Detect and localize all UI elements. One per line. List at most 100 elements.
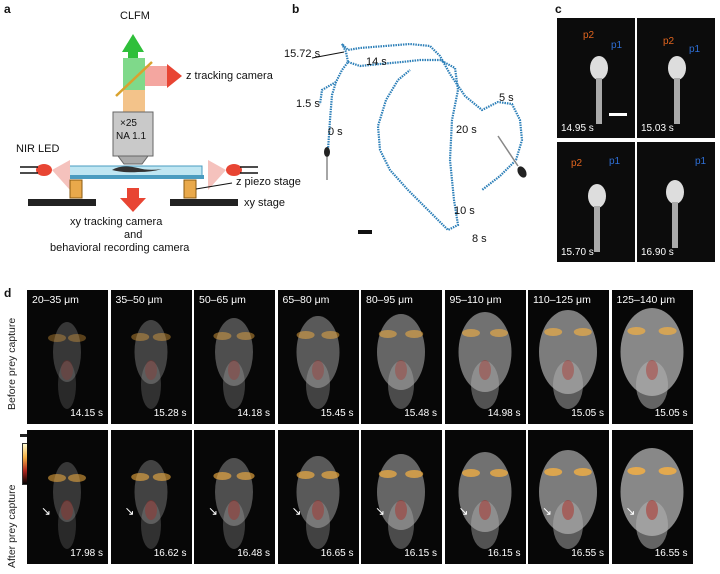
timestamp: 15.05 s [571, 408, 604, 419]
nir-led-left [36, 164, 52, 176]
brain-image: 20–35 μm 14.15 s [27, 290, 108, 424]
setup-diagram [20, 34, 258, 212]
time-14: 14 s [366, 56, 387, 68]
arrow-icon: ↘ [41, 504, 52, 518]
arrow-icon: ↘ [124, 504, 135, 518]
timestamp: 16.55 s [571, 548, 604, 559]
frame-2: p2 p1 15.03 s [637, 18, 715, 138]
timestamp: 16.55 s [654, 548, 688, 559]
frame-time: 15.03 s [641, 123, 674, 134]
depth-label: 95–110 μm [449, 294, 502, 306]
panel-c: c p2 p1 14.95 s p2 p1 15.03 s p2 p1 15.7… [553, 0, 720, 280]
arrow-icon: ↘ [208, 504, 219, 518]
panel-b-label: b [292, 2, 300, 16]
piezo-left [69, 179, 83, 199]
timestamp: 15.48 s [404, 408, 437, 419]
p2-marker: p2 [583, 30, 595, 41]
timestamp: 15.28 s [153, 408, 187, 419]
time-1-5: 1.5 s [296, 98, 320, 110]
timestamp: 16.48 s [237, 548, 270, 559]
brain-image: 35–50 μm 15.28 s [110, 290, 192, 424]
depth-label: 20–35 μm [32, 294, 79, 306]
z-camera-arrow [167, 64, 182, 88]
brain-image: 125–140 μm 15.05 s [611, 290, 693, 424]
brain-image: 80–95 μm 15.48 s [361, 290, 442, 424]
brain-image: ↘ 16.62 s [110, 430, 192, 564]
xy-stage-right [170, 199, 238, 206]
scale-bar [609, 113, 627, 116]
fish-start-icon [324, 147, 330, 180]
timestamp: 17.98 s [70, 548, 103, 559]
panel-c-label: c [555, 2, 562, 16]
trajectory-path-1 [326, 42, 524, 191]
panel-d-label: d [4, 286, 12, 300]
p1-marker: p1 [611, 40, 623, 51]
trajectory-plot [311, 42, 527, 234]
xy-tracking-label: xy tracking camera [70, 216, 163, 228]
xy-stage-left [28, 199, 96, 206]
brain-image: ↘ 16.55 s [528, 430, 609, 564]
p1-marker: p1 [689, 44, 701, 55]
objective-mag: ×25 [120, 118, 137, 129]
arrow-icon: ↘ [375, 504, 386, 518]
brain-image: ↘ 16.15 s [444, 430, 526, 564]
and-label: and [124, 229, 143, 241]
frame-time: 14.95 s [561, 123, 594, 134]
led-beam-right [208, 160, 226, 190]
depth-label: 110–125 μm [533, 294, 591, 306]
depth-label: 125–140 μm [616, 294, 676, 306]
trajectory-path-3 [318, 81, 337, 105]
arrow-icon: ↘ [625, 504, 636, 518]
timestamp: 14.15 s [70, 408, 103, 419]
objective [112, 111, 154, 157]
panel-b: b 15.72 s 14 s 1.5 s 0 s 5 s 20 s 10 s 8… [284, 0, 550, 270]
objective-na: NA 1.1 [116, 131, 147, 142]
clfm-label: CLFM [120, 10, 150, 22]
time-0: 0 s [328, 126, 343, 138]
frame-4: p1 16.90 s [637, 142, 715, 262]
depth-label: 65–80 μm [282, 294, 330, 306]
arrow-icon: ↘ [458, 504, 469, 518]
timestamp: 14.18 s [237, 408, 270, 419]
timestamp: 16.15 s [487, 548, 521, 559]
timestamp: 16.62 s [153, 548, 187, 559]
frame-3: p2 p1 15.70 s [557, 142, 635, 262]
scale-bar [358, 230, 372, 234]
piezo-right [183, 179, 197, 199]
brain-image: 110–125 μm 15.05 s [528, 290, 609, 424]
time-15-72: 15.72 s [284, 48, 321, 60]
xy-stage-label: xy stage [244, 197, 285, 209]
time-20: 20 s [456, 124, 477, 136]
xy-camera-arrow [120, 188, 146, 212]
brain-image: ↘ 17.98 s [27, 430, 108, 564]
pointer-15-72 [311, 51, 345, 59]
p2-marker: p2 [663, 36, 675, 47]
time-8: 8 s [472, 233, 487, 245]
arrow-icon: ↘ [542, 504, 553, 518]
dichroic-mirror [115, 61, 153, 97]
orange-beam [123, 90, 145, 112]
fish-end-icon [497, 135, 527, 178]
row-label-after: After prey capture [6, 484, 18, 568]
depth-label: 35–50 μm [115, 294, 163, 306]
led-beam-left [52, 160, 70, 190]
timestamp: 15.05 s [654, 408, 688, 419]
timestamp: 16.65 s [320, 548, 354, 559]
nir-led-right [226, 164, 242, 176]
p1-marker: p1 [609, 156, 621, 167]
time-5: 5 s [499, 92, 514, 104]
depth-label: 80–95 μm [366, 294, 413, 306]
behavior-camera-label: behavioral recording camera [50, 242, 190, 254]
panel-d: d Before prey capture After prey capture… [0, 286, 720, 574]
brain-image: ↘ 16.48 s [194, 430, 275, 564]
trajectory-path-2 [347, 58, 460, 232]
arrow-icon: ↘ [291, 504, 302, 518]
panel-a: a [0, 0, 301, 270]
brain-image: ↘ 16.65 s [277, 430, 359, 564]
time-10: 10 s [454, 205, 475, 217]
green-beam [123, 58, 145, 90]
panel-a-label: a [4, 2, 11, 16]
